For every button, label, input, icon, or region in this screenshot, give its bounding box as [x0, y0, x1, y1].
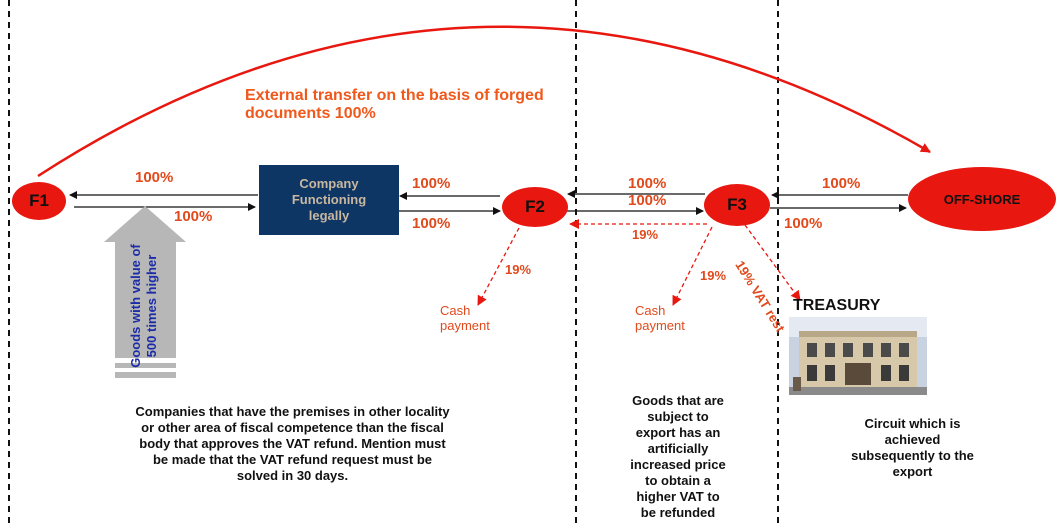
note-middle-line: be refunded	[640, 505, 716, 520]
note-middle-line: Goods that are	[632, 393, 724, 408]
note-middle: Goods that are subject to export has an …	[584, 393, 772, 521]
node-f1: F1	[12, 182, 66, 220]
pct-company-to-f1: 100%	[135, 169, 174, 186]
cash-payment-f2: Cash payment	[440, 303, 490, 333]
treasury-building-image	[789, 317, 927, 395]
node-f3-label: F3	[727, 195, 747, 214]
pct-f3-to-f2-dashed: 19%	[632, 227, 659, 242]
note-right-line: subsequently to the	[851, 448, 974, 463]
node-f1-label: F1	[29, 191, 49, 210]
note-right-line: Circuit which is	[864, 416, 961, 431]
node-f2-label: F2	[525, 197, 545, 216]
note-left-line: body that approves the VAT refund. Menti…	[139, 436, 446, 451]
treasury-label: TREASURY	[793, 297, 881, 314]
note-right: Circuit which is achieved subsequently t…	[790, 416, 1035, 480]
note-middle-line: increased price	[630, 457, 726, 472]
pct-f3-to-f2-bottom: 100%	[628, 192, 667, 209]
pct-company-to-f2: 100%	[412, 215, 451, 232]
goods-arrow-shape	[104, 206, 186, 378]
cash-payment-f3-line1: Cash	[635, 303, 666, 318]
note-left-line: be made that the VAT refund request must…	[152, 452, 433, 467]
note-middle-line: artificially	[647, 441, 709, 456]
cash-payment-f3: Cash payment	[635, 303, 685, 333]
note-left-line: Companies that have the premises in othe…	[135, 404, 450, 419]
cash-payment-f2-line1: Cash	[440, 303, 471, 318]
node-f2: F2	[502, 187, 568, 227]
goods-arrow-line-1: Goods with value of	[128, 244, 143, 368]
diagram-title: External transfer on the basis of forged…	[245, 87, 544, 123]
external-transfer-curve	[37, 25, 931, 178]
node-offshore-label: OFF-SHORE	[943, 191, 1021, 207]
cash-payment-f2-line2: payment	[440, 318, 490, 333]
pct-f3-to-offshore: 100%	[784, 215, 823, 232]
pct-offshore-to-f3: 100%	[822, 175, 861, 192]
note-middle-line: higher VAT to	[636, 489, 720, 504]
title-line-1: External transfer on the basis of forged	[245, 87, 544, 104]
arrow-f2-cash	[477, 227, 520, 306]
company-box: Company Functioning legally	[259, 165, 399, 235]
goods-arrow-line-2: 500 times higher	[144, 254, 159, 358]
pct-f3-cash: 19%	[700, 268, 727, 283]
note-left: Companies that have the premises in othe…	[20, 404, 565, 484]
node-f3: F3	[704, 184, 770, 226]
goods-arrow-text: Goods with value of 500 times higher	[128, 241, 164, 371]
note-middle-line: subject to	[647, 409, 709, 424]
cash-payment-f3-line2: payment	[635, 318, 685, 333]
note-left-line: solved in 30 days.	[236, 468, 349, 483]
title-line-2: documents 100%	[245, 105, 376, 122]
note-middle-line: to obtain a	[645, 473, 711, 488]
note-right-line: export	[892, 464, 933, 479]
pct-f2-to-company: 100%	[412, 175, 451, 192]
arrow-vat-rest	[744, 224, 801, 301]
note-middle-line: export has an	[635, 425, 721, 440]
pct-f2-cash: 19%	[505, 262, 532, 277]
note-left-line: or other area of fiscal competence than …	[141, 420, 444, 435]
note-right-line: achieved	[884, 432, 941, 447]
node-offshore: OFF-SHORE	[908, 167, 1056, 231]
company-label: Company Functioning legally	[291, 176, 367, 223]
pct-f1-to-company: 100%	[174, 208, 213, 225]
pct-f3-to-f2-top: 100%	[628, 175, 667, 192]
arrow-f3-cash	[672, 226, 713, 306]
